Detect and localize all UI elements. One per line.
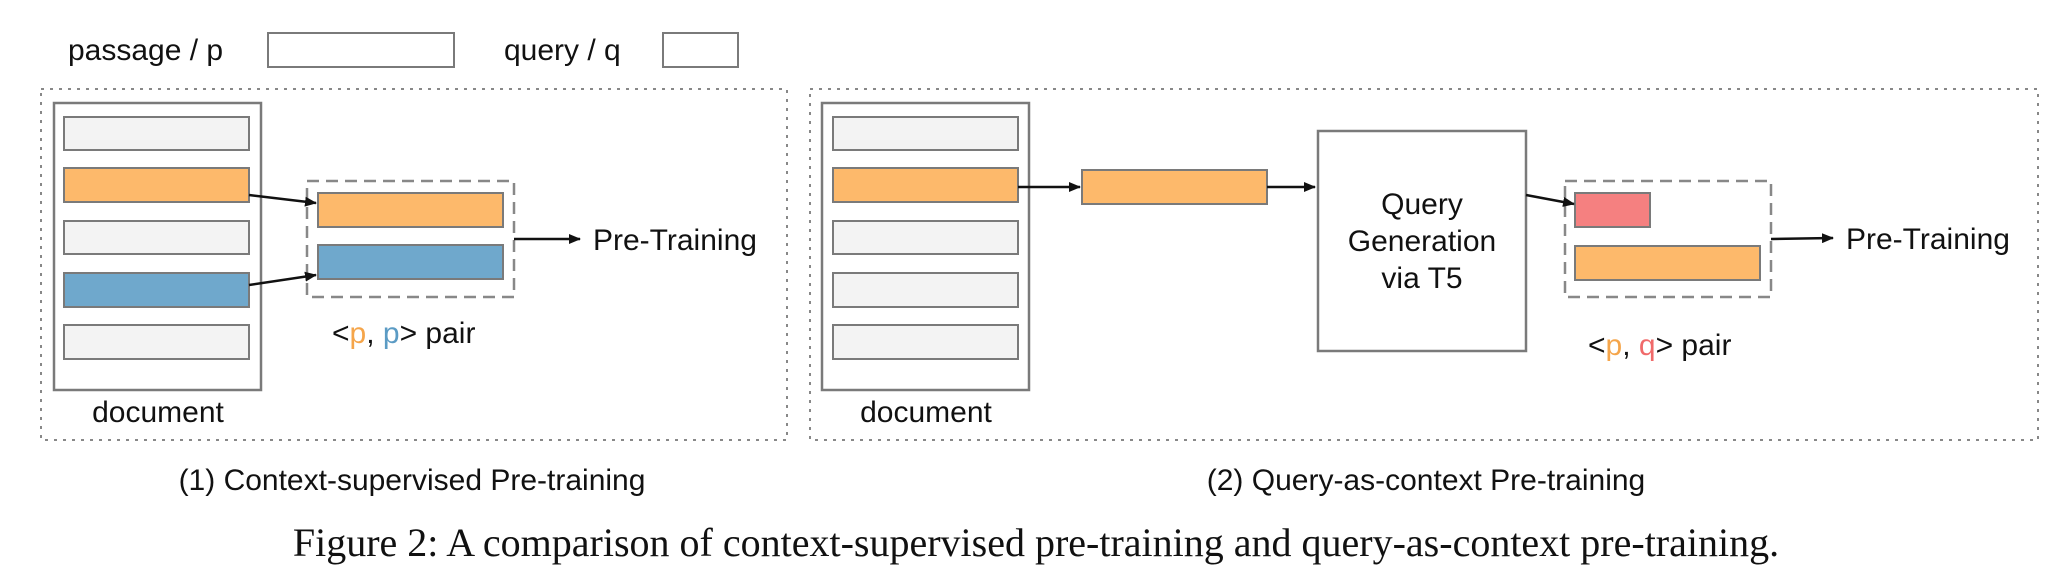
panel2-pair-close: > pair bbox=[1656, 329, 1732, 362]
panel1-arrow-orange-to-pair bbox=[248, 193, 317, 207]
figure-caption: Figure 2: A comparison of context-superv… bbox=[293, 520, 1779, 565]
panel2-pair-sep: , bbox=[1622, 329, 1639, 362]
panel2-passage-4 bbox=[832, 272, 1019, 308]
panel2-generator-line2: Generation bbox=[1348, 225, 1496, 258]
panel2-pretraining-label: Pre-Training bbox=[1846, 223, 2010, 256]
panel1-pair-p-blue bbox=[317, 244, 504, 280]
panel2-arrow-to-pretraining bbox=[1770, 233, 1834, 244]
panel1-pair-p1: p bbox=[350, 317, 367, 350]
panel1-passage-4-blue bbox=[63, 272, 250, 308]
panel1-title: (1) Context-supervised Pre-training bbox=[179, 464, 646, 497]
panel2-document-label: document bbox=[860, 396, 992, 429]
panel1-pair-frame bbox=[305, 179, 516, 299]
panel2-passage-3 bbox=[832, 220, 1019, 255]
panel2-pair-query-red bbox=[1574, 192, 1651, 228]
panel1-pair-label: <p, p> pair bbox=[332, 317, 475, 350]
panel2-arrow-generator-to-pair bbox=[1525, 193, 1575, 207]
panel1-frame bbox=[40, 88, 788, 441]
panel2-query-generator bbox=[1316, 129, 1528, 353]
panel2-frame bbox=[809, 88, 2039, 441]
panel2-passage-1 bbox=[832, 116, 1019, 151]
panel2-generator-line1: Query bbox=[1381, 188, 1463, 221]
legend-query-label: query / q bbox=[504, 34, 621, 67]
legend-passage-box bbox=[267, 32, 455, 68]
panel1-document-label: document bbox=[92, 396, 224, 429]
panel2-pair-p: p bbox=[1606, 329, 1623, 362]
panel2-title: (2) Query-as-context Pre-training bbox=[1207, 464, 1646, 497]
panel1-arrow-blue-to-pair bbox=[248, 271, 317, 287]
panel1-passage-5 bbox=[63, 324, 250, 360]
panel1-pair-open: < bbox=[332, 317, 350, 350]
panel2-passage-2-orange bbox=[832, 167, 1019, 203]
panel2-pair-q: q bbox=[1639, 329, 1656, 362]
panel2-pair-frame bbox=[1563, 179, 1773, 299]
panel2-selected-passage bbox=[1081, 169, 1268, 205]
panel1-pair-sep: , bbox=[366, 317, 383, 350]
panel2-generator-line3: via T5 bbox=[1381, 262, 1462, 295]
panel1-passage-2-orange bbox=[63, 167, 250, 203]
panel2-passage-5 bbox=[832, 324, 1019, 360]
panel1-pair-p2: p bbox=[383, 317, 400, 350]
legend-query-box bbox=[662, 32, 739, 68]
panel1-pair-p-orange bbox=[317, 192, 504, 228]
panel1-passage-1 bbox=[63, 116, 250, 151]
panel1-pair-close: > pair bbox=[400, 317, 476, 350]
panel2-pair-passage-orange bbox=[1574, 245, 1761, 281]
panel2-pair-label: <p, q> pair bbox=[1588, 329, 1731, 362]
panel2-pair-open: < bbox=[1588, 329, 1606, 362]
panel1-pretraining-label: Pre-Training bbox=[593, 224, 757, 257]
panel1-passage-3 bbox=[63, 220, 250, 255]
legend-passage-label: passage / p bbox=[68, 34, 223, 67]
